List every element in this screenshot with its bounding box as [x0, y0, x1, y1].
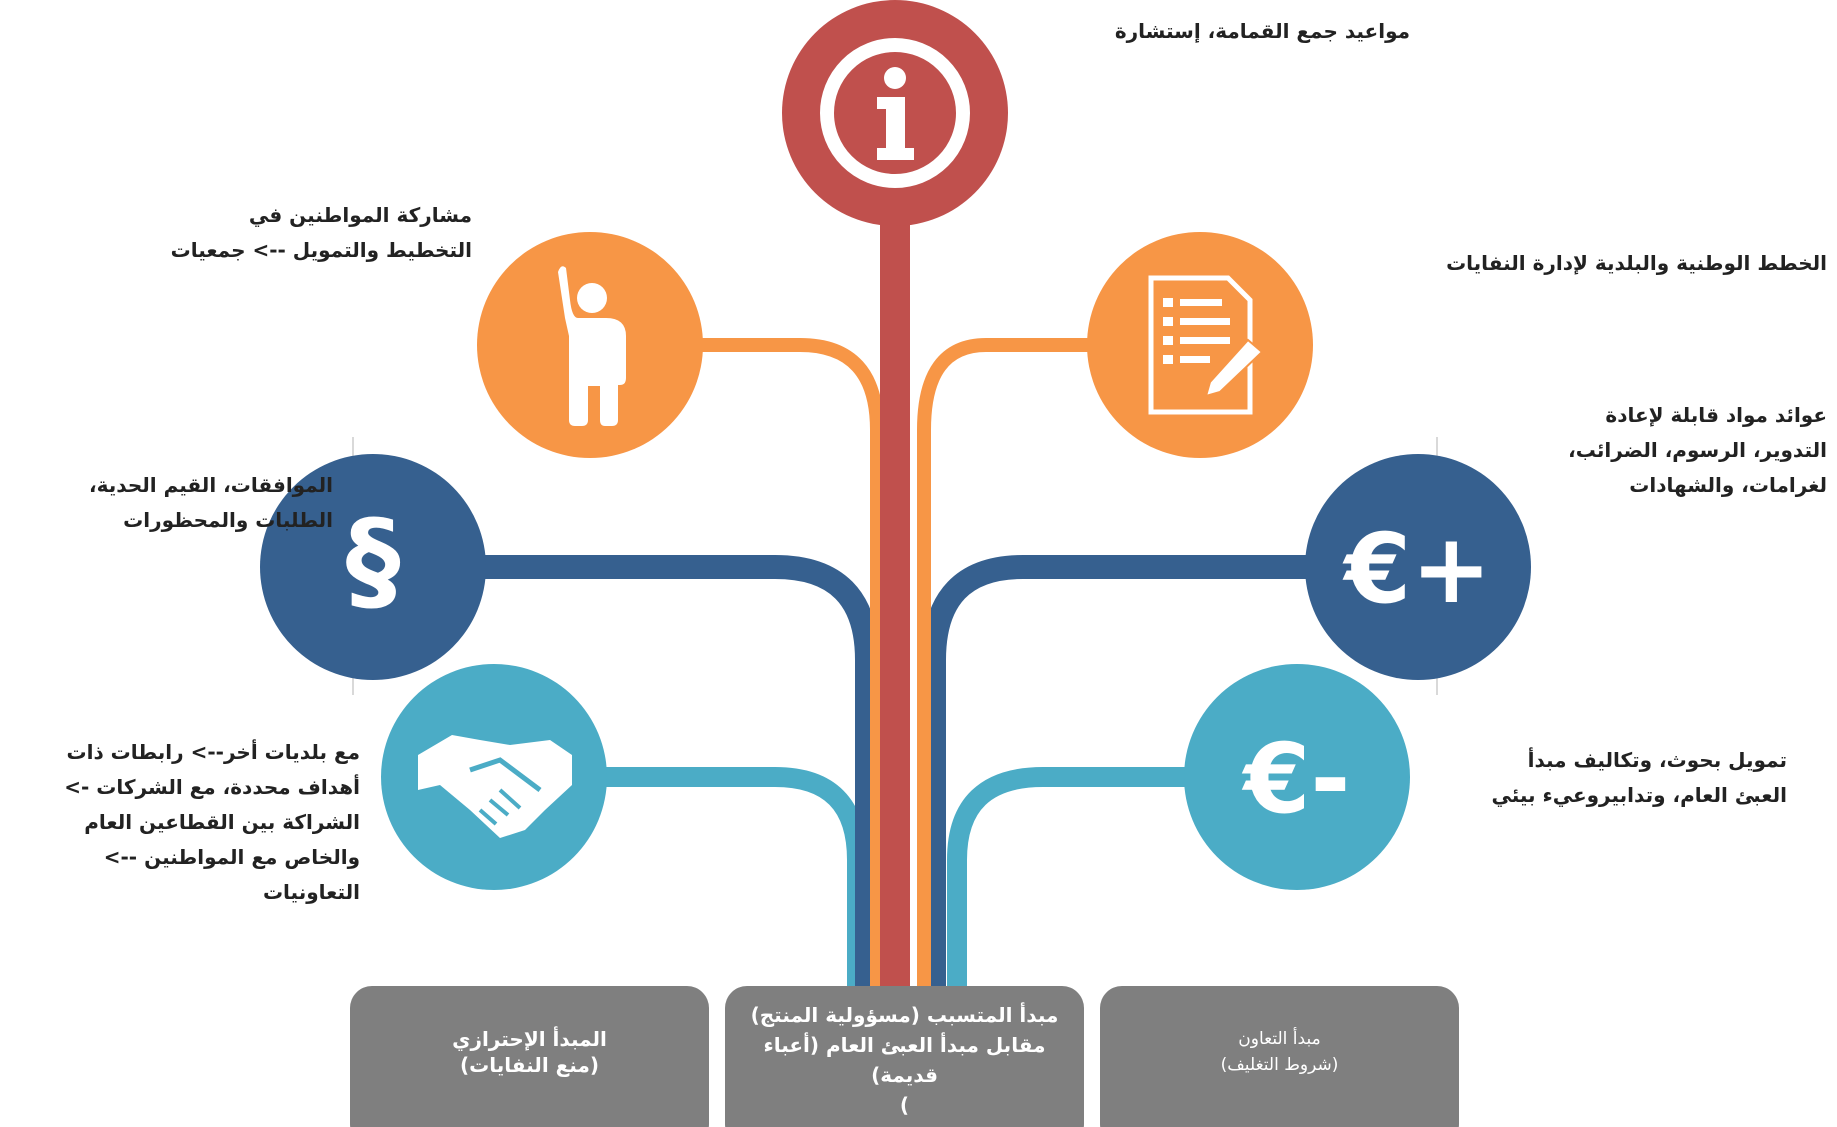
costs-node-circle: [1184, 664, 1410, 890]
cooperation-label-line: أهداف محددة، مع الشركات ->: [64, 775, 360, 799]
euro-plus-icon: €+: [1342, 513, 1491, 625]
legal-label: الموافقات، القيم الحدية، الطلبات والمحظو…: [8, 468, 333, 538]
polluter-principle-line: ): [899, 1093, 910, 1117]
handshake-icon: [418, 735, 572, 838]
cooperation-label-line: الشراكة بين القطاعين العام: [84, 810, 360, 834]
legal-node-circle: [260, 454, 486, 680]
branch-citizen: [590, 338, 884, 1000]
cooperation-label: مع بلديات أخر--> رابطات ذات أهداف محددة،…: [8, 735, 360, 910]
info-icon: [820, 38, 970, 188]
cooperation-principle-title: مبدأ التعاون: [1238, 1029, 1321, 1049]
info-label-text: مواعيد جمع القمامة، إستشارة: [1114, 19, 1410, 43]
plans-node-circle: [1087, 232, 1313, 458]
cooperation-principle-subtitle: (شروط التغليف): [1220, 1055, 1339, 1075]
precaution-principle-subtitle: (منع النفايات): [459, 1053, 599, 1077]
legal-label-line: الطلبات والمحظورات: [123, 508, 333, 532]
costs-label-line: تمويل بحوث، وتكاليف مبدأ: [1527, 748, 1787, 772]
citizen-label-line: مشاركة المواطنين في: [248, 203, 472, 227]
costs-label-line: العبئ العام، وتدابيروعيء بيئي: [1491, 783, 1787, 807]
plans-label: الخطط الوطنية والبلدية لإدارة النفايات: [1355, 246, 1827, 281]
polluter-principle-line: قديمة): [871, 1063, 938, 1087]
revenue-label: عوائد مواد قابلة لإعادة التدوير، الرسوم،…: [1450, 398, 1827, 503]
revenue-label-line: عوائد مواد قابلة لإعادة: [1605, 403, 1827, 427]
polluter-principle-line: مبدأ المتسبب (مسؤولية المنتج): [750, 1003, 1059, 1027]
person-raising-hand-icon: [558, 266, 626, 426]
revenue-label-line: لغرامات، والشهادات: [1629, 473, 1827, 497]
trunk: [880, 160, 910, 1000]
citizen-label: مشاركة المواطنين في التخطيط والتمويل -->…: [90, 198, 472, 268]
precaution-principle-title: المبدأ الإحترازي: [452, 1027, 607, 1051]
branch-legal: [390, 555, 879, 1000]
costs-label: تمويل بحوث، وتكاليف مبدأ العبئ العام، وت…: [1435, 743, 1787, 813]
cooperation-label-line: والخاص مع المواطنين -->: [103, 845, 360, 869]
revenue-label-line: التدوير، الرسوم، الضرائب،: [1568, 438, 1827, 462]
polluter-principle-line: مقابل مبدأ العبئ العام (أعباء: [763, 1033, 1046, 1057]
branch-revenue: [922, 555, 1367, 1000]
cooperation-label-line: التعاونيات: [262, 880, 360, 904]
revenue-node-circle: [1305, 454, 1531, 680]
polluter-principle-box: مبدأ المتسبب (مسؤولية المنتج) مقابل مبدأ…: [725, 986, 1084, 1127]
plans-label-text: الخطط الوطنية والبلدية لإدارة النفايات: [1446, 251, 1827, 275]
cooperation-principle-box: مبدأ التعاون (شروط التغليف): [1100, 986, 1459, 1127]
euro-minus-icon: €-: [1242, 723, 1351, 835]
cooperation-label-line: مع بلديات أخر--> رابطات ذات: [66, 740, 361, 764]
citizen-label-line: التخطيط والتمويل --> جمعيات: [170, 238, 472, 262]
branch-plans: [917, 338, 1200, 1000]
section-sign-icon: §: [346, 496, 401, 624]
branch-costs: [947, 767, 1256, 1000]
document-checklist-icon: [1148, 275, 1264, 415]
precaution-principle-box: المبدأ الإحترازي (منع النفايات): [350, 986, 709, 1127]
legal-label-line: الموافقات، القيم الحدية،: [89, 473, 333, 497]
info-label: مواعيد جمع القمامة، إستشارة: [1000, 14, 1410, 49]
